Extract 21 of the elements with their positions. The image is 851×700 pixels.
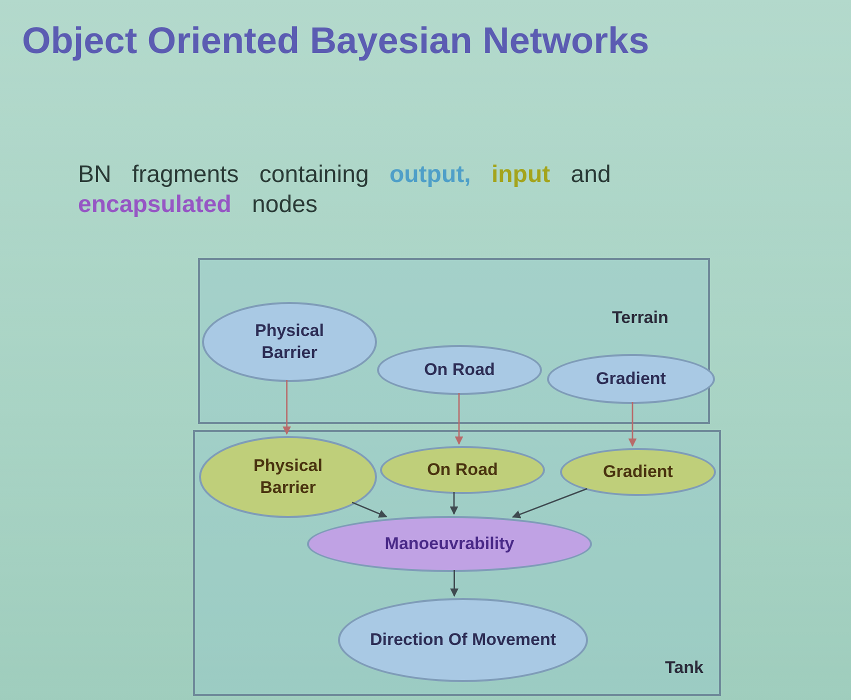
- node-label: Physical Barrier: [254, 320, 325, 364]
- node-label: Gradient: [596, 368, 666, 390]
- slide-subtitle: BN fragments containing output, input and encapsulated nodes: [78, 160, 612, 220]
- fragment-label: Tank: [665, 658, 704, 678]
- arrow: [450, 492, 458, 515]
- slide-title: Object Oriented Bayesian Networks: [22, 20, 650, 62]
- input-node-ellipse: [560, 448, 716, 496]
- node-label: Gradient: [603, 461, 673, 483]
- node-label: Direction Of Movement: [370, 629, 556, 651]
- arrow: [512, 488, 588, 518]
- node-label: Physical Barrier: [252, 455, 324, 499]
- arrow: [282, 380, 291, 435]
- arrow: [454, 393, 464, 445]
- arrow: [450, 570, 458, 597]
- arrow: [352, 502, 388, 518]
- node-label: On Road: [427, 459, 498, 481]
- arrow: [628, 402, 637, 447]
- node-label: Manoeuvrability: [384, 533, 514, 555]
- fragment-label: Terrain: [612, 308, 668, 328]
- fragment-box: [193, 430, 721, 696]
- node-label: On Road: [424, 359, 495, 381]
